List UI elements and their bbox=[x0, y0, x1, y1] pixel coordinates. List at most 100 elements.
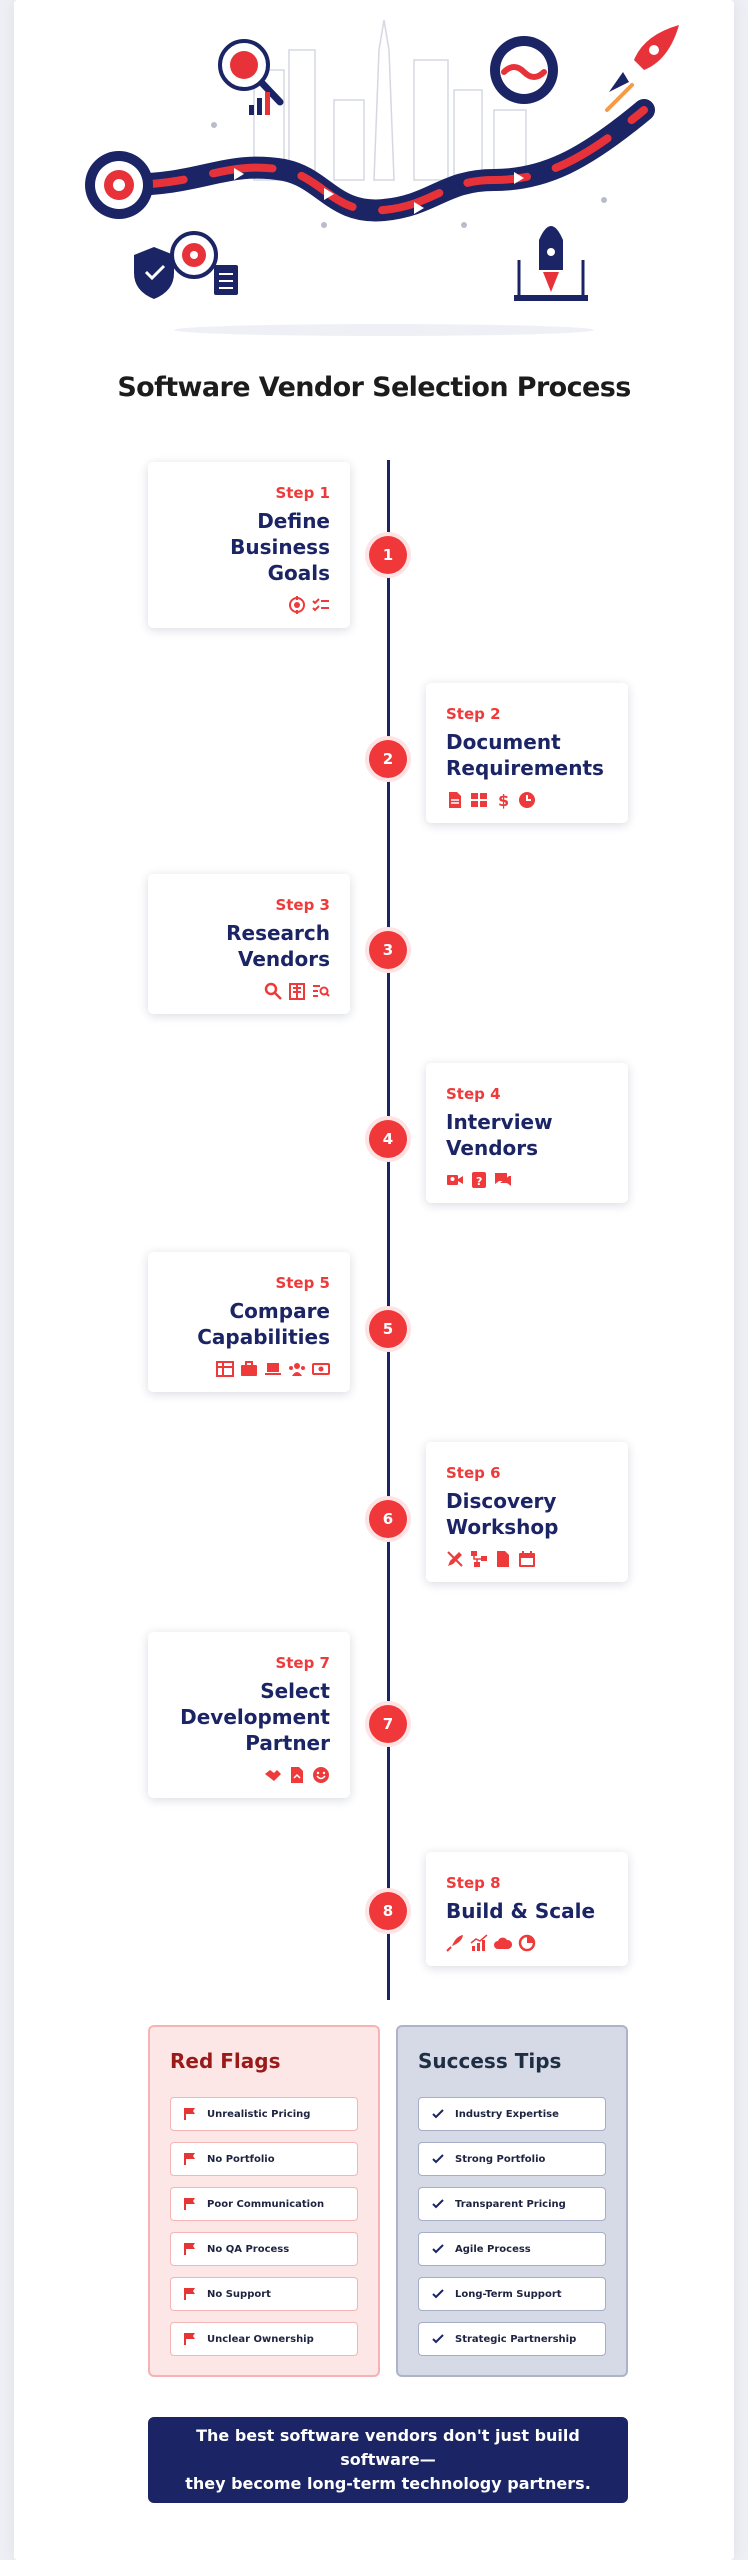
list-item-label: Unclear Ownership bbox=[207, 2333, 314, 2345]
step-label: Step 3 bbox=[275, 896, 330, 914]
video-call-icon bbox=[447, 1175, 463, 1185]
step-number-node: 6 bbox=[369, 1500, 407, 1538]
list-item-label: Industry Expertise bbox=[455, 2108, 559, 2120]
list-item: Agile Process bbox=[418, 2232, 606, 2266]
list-item-label: No Portfolio bbox=[207, 2153, 275, 2165]
flag-icon bbox=[184, 2108, 195, 2120]
rocket-icon bbox=[605, 25, 679, 112]
step-card: Step 3 Research Vendors bbox=[148, 874, 350, 1014]
flowchart-icon bbox=[471, 1551, 487, 1567]
smile-icon bbox=[313, 1767, 329, 1783]
growth-chart-icon bbox=[470, 1934, 488, 1951]
flag-icon bbox=[184, 2198, 195, 2210]
list-item: No Portfolio bbox=[170, 2142, 358, 2176]
step-title-line: Research bbox=[226, 921, 330, 945]
step-label: Step 4 bbox=[446, 1085, 501, 1103]
step-title-line: Compare bbox=[229, 1299, 331, 1323]
hero-illustration bbox=[85, 19, 679, 336]
page-title: Software Vendor Selection Process bbox=[117, 372, 631, 403]
list-item-label: Long-Term Support bbox=[455, 2288, 562, 2300]
success-tips-title: Success Tips bbox=[418, 2049, 562, 2073]
list-item: Strategic Partnership bbox=[418, 2322, 606, 2356]
list-item-label: No QA Process bbox=[207, 2243, 290, 2255]
list-item: Transparent Pricing bbox=[418, 2187, 606, 2221]
step-number-node: 7 bbox=[369, 1705, 407, 1743]
pie-chart-icon bbox=[518, 1934, 536, 1952]
skyline-illustration bbox=[253, 19, 527, 181]
launch-pad-rocket-icon bbox=[514, 226, 588, 301]
search-icon bbox=[264, 982, 282, 1000]
step-number-node: 5 bbox=[369, 1310, 407, 1348]
check-icon bbox=[432, 2334, 444, 2344]
step-label: Step 5 bbox=[275, 1274, 330, 1292]
step-number-node: 2 bbox=[369, 740, 407, 778]
step-number-node: 1 bbox=[369, 536, 407, 574]
chat-icon bbox=[495, 1173, 511, 1186]
bullseye-target-icon bbox=[85, 151, 153, 219]
list-item: No QA Process bbox=[170, 2232, 358, 2266]
list-item-label: No Support bbox=[207, 2288, 271, 2300]
infographic-page: Software Vendor Selection Process Step 1… bbox=[14, 0, 734, 2560]
step-title-line: Select bbox=[260, 1679, 330, 1703]
step-label: Step 2 bbox=[446, 705, 501, 723]
contract-icon bbox=[291, 1767, 303, 1783]
step-title: Discovery Workshop bbox=[446, 1488, 608, 1540]
step-title: Interview Vendors bbox=[446, 1109, 608, 1161]
step-label: Step 6 bbox=[446, 1464, 501, 1482]
step-title-line: Vendors bbox=[237, 947, 330, 971]
footer-line: The best software vendors don't just bui… bbox=[196, 2426, 580, 2469]
step-title-line: Document bbox=[446, 730, 561, 754]
flag-icon bbox=[184, 2333, 195, 2345]
list-item-label: Strategic Partnership bbox=[455, 2333, 577, 2345]
flag-icon bbox=[184, 2243, 195, 2255]
step-title-line: Interview bbox=[446, 1110, 553, 1134]
step-title: Research Vendors bbox=[168, 920, 330, 972]
step-label: Step 8 bbox=[446, 1874, 501, 1892]
handshake-icon bbox=[265, 1770, 281, 1781]
list-item: Industry Expertise bbox=[418, 2097, 606, 2131]
calendar-icon bbox=[519, 1551, 535, 1567]
step-number-node: 4 bbox=[369, 1120, 407, 1158]
check-icon bbox=[432, 2289, 444, 2299]
modules-icon bbox=[471, 793, 487, 807]
step-label: Step 1 bbox=[275, 484, 330, 502]
list-search-icon bbox=[313, 985, 330, 997]
table-icon bbox=[216, 1361, 234, 1377]
list-item-label: Unrealistic Pricing bbox=[207, 2108, 311, 2120]
step-title-line: Goals bbox=[267, 561, 330, 585]
flag-icon bbox=[184, 2288, 195, 2300]
step-title-line: Discovery bbox=[446, 1489, 557, 1513]
list-item: Unrealistic Pricing bbox=[170, 2097, 358, 2131]
magnifier-chart-icon bbox=[218, 39, 284, 115]
step-title-line: Define bbox=[257, 509, 330, 533]
step-title-line: Vendors bbox=[446, 1136, 539, 1160]
check-icon bbox=[432, 2154, 444, 2164]
file-icon bbox=[497, 1551, 509, 1567]
flag-icon bbox=[184, 2153, 195, 2165]
rocket-icon bbox=[446, 1935, 463, 1952]
step-title: Build & Scale bbox=[446, 1898, 608, 1924]
step-card: Step 6 Discovery Workshop bbox=[426, 1442, 628, 1582]
step-title: Select Development Partner bbox=[168, 1678, 330, 1756]
step-card: Step 8 Build & Scale bbox=[426, 1852, 628, 1966]
step-title-line: Workshop bbox=[446, 1515, 559, 1539]
footer-banner: The best software vendors don't just bui… bbox=[148, 2417, 628, 2503]
step-title-line: Capabilities bbox=[197, 1325, 330, 1349]
step-title: Define Business Goals bbox=[168, 508, 330, 586]
step-card: Step 4 Interview Vendors ? bbox=[426, 1063, 628, 1203]
step-number-node: 8 bbox=[369, 1892, 407, 1930]
check-icon bbox=[432, 2244, 444, 2254]
question-icon: ? bbox=[472, 1172, 486, 1188]
list-item: Unclear Ownership bbox=[170, 2322, 358, 2356]
step-card: Step 2 Document Requirements $ bbox=[426, 683, 628, 823]
list-item: Strong Portfolio bbox=[418, 2142, 606, 2176]
step-card: Step 7 Select Development Partner bbox=[148, 1632, 350, 1798]
checklist-icon bbox=[312, 598, 329, 612]
list-item: Poor Communication bbox=[170, 2187, 358, 2221]
red-flags-title: Red Flags bbox=[170, 2049, 281, 2073]
dollar-icon: $ bbox=[498, 791, 509, 809]
step-number-node: 3 bbox=[369, 931, 407, 969]
shield-checklist-icon bbox=[134, 231, 238, 299]
step-card: Step 1 Define Business Goals bbox=[148, 462, 350, 628]
step-title-line: Build & Scale bbox=[446, 1899, 596, 1923]
